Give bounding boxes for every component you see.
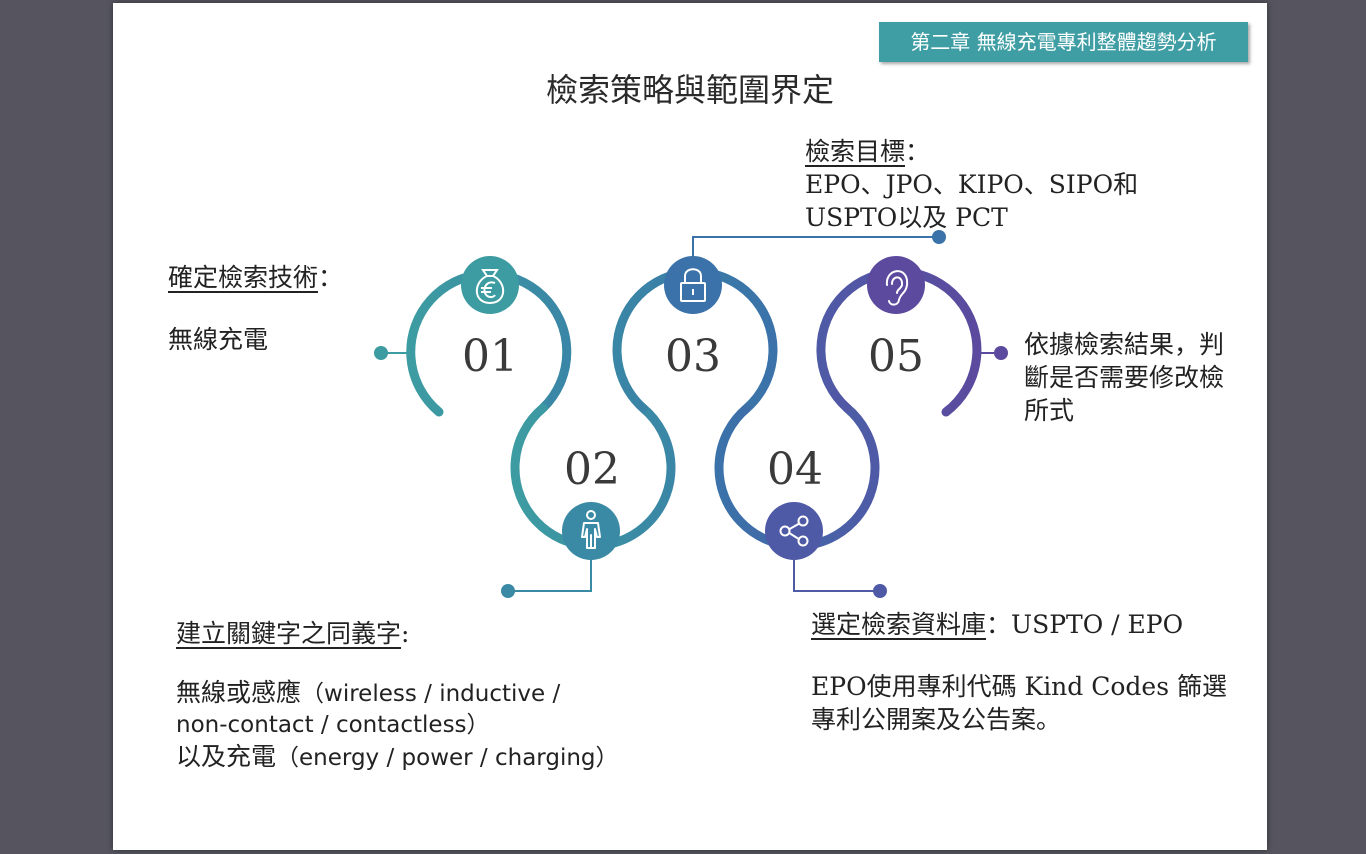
step-05-body: 依據檢索結果，判 斷是否需要修改檢 所式 xyxy=(1024,328,1224,427)
step-02-line-1: 無線或感應（wireless / inductive / xyxy=(176,677,619,710)
connector-02 xyxy=(501,560,592,598)
step-04-inline-value: USPTO / EPO xyxy=(1011,610,1184,639)
slide: 第二章 無線充電專利整體趨勢分析 檢索策略與範圍界定 01 02 03 04 0… xyxy=(113,3,1267,850)
connector-03 xyxy=(692,230,946,263)
step-01-body: 無線充電 xyxy=(168,325,269,354)
step-02-line-3-cjk: 以及充電 xyxy=(176,742,277,771)
step-01-separator: ： xyxy=(318,263,344,292)
step-01-heading: 確定檢索技術 xyxy=(168,263,319,292)
step-02-line-3-en: （energy / power / charging） xyxy=(276,745,619,771)
step-number-04: 04 xyxy=(767,444,823,495)
step-02-body: 無線或感應（wireless / inductive / non-contact… xyxy=(176,677,619,774)
step-number-02: 02 xyxy=(564,444,620,495)
step-02-heading-block: 建立關鍵字之同義字: xyxy=(176,617,409,650)
connector-04 xyxy=(793,560,887,598)
step-number-01: 01 xyxy=(462,331,518,382)
step-04-line-1: EPO使用專利代碼 Kind Codes 篩選 xyxy=(811,672,1227,701)
step-02-separator: : xyxy=(401,619,410,648)
step-03-heading: 檢索目標 xyxy=(805,137,906,166)
step-02-line-1-cjk: 無線或感應 xyxy=(176,678,302,707)
step-03-line-2: USPTO以及 PCT xyxy=(805,203,1008,232)
share-icon xyxy=(779,515,809,547)
step-01-heading-block: 確定檢索技術： xyxy=(168,261,343,294)
step-04-line-2: 專利公開案及公告案。 xyxy=(811,705,1062,734)
step-03-separator: ： xyxy=(905,137,931,166)
step-number-05: 05 xyxy=(868,331,924,382)
connector-01 xyxy=(374,346,408,360)
step-04-separator: ： xyxy=(986,610,1012,639)
slide-title: 檢索策略與範圍界定 xyxy=(545,71,834,109)
connector-05 xyxy=(979,346,1008,360)
step-05-line-3: 所式 xyxy=(1024,396,1075,425)
step-03-block: 檢索目標： EPO、JPO、KIPO、SIPO和 USPTO以及 PCT xyxy=(805,135,1138,234)
money-bag-euro-icon xyxy=(475,269,505,305)
icon-node-05 xyxy=(867,256,925,314)
step-02-line-2: non-contact / contactless） xyxy=(176,712,490,738)
chapter-badge: 第二章 無線充電專利整體趨勢分析 xyxy=(879,22,1248,62)
step-03-line-1: EPO、JPO、KIPO、SIPO和 xyxy=(805,170,1139,199)
icon-node-01 xyxy=(461,256,519,314)
person-icon xyxy=(581,510,601,549)
step-04-body: EPO使用專利代碼 Kind Codes 篩選 專利公開案及公告案。 xyxy=(811,670,1227,736)
icon-node-03 xyxy=(664,256,722,314)
step-04-heading: 選定檢索資料庫 xyxy=(811,610,987,639)
step-05-line-1: 依據檢索結果，判 xyxy=(1024,330,1225,359)
process-diagram xyxy=(374,230,1008,598)
lock-icon xyxy=(680,268,706,302)
icon-node-04 xyxy=(765,502,823,560)
step-02-line-3: 以及充電（energy / power / charging） xyxy=(176,741,619,774)
step-04-heading-block: 選定檢索資料庫：USPTO / EPO xyxy=(811,608,1183,641)
ear-icon xyxy=(885,270,909,306)
step-05-line-2: 斷是否需要修改檢 xyxy=(1024,363,1225,392)
step-02-line-1-en: （wireless / inductive / xyxy=(301,681,561,707)
step-02-heading: 建立關鍵字之同義字 xyxy=(176,619,402,648)
icon-node-02 xyxy=(562,502,620,560)
step-number-03: 03 xyxy=(665,331,721,382)
